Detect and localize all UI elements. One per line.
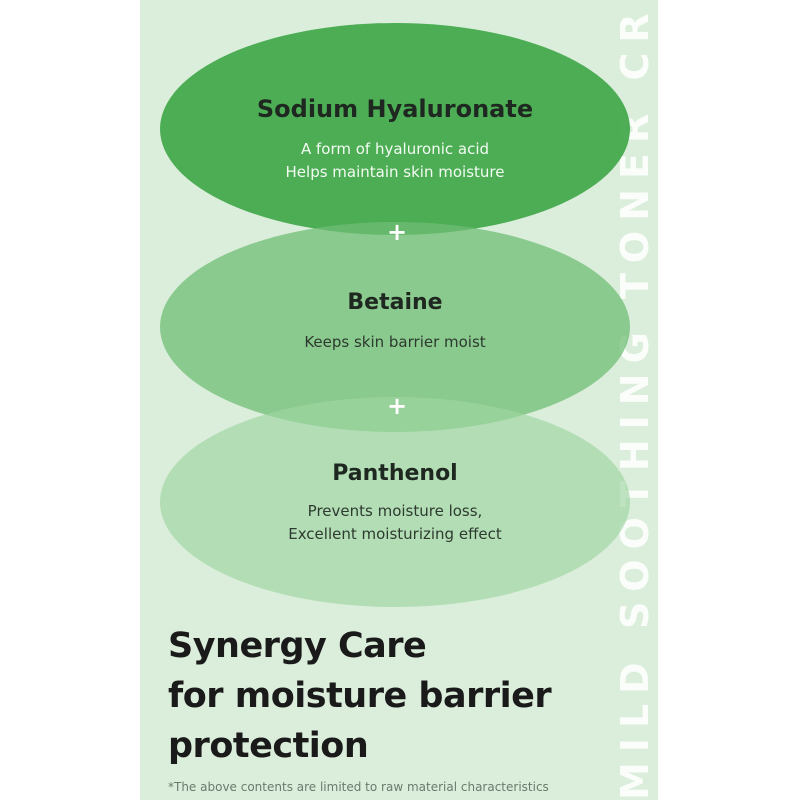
ingredient-desc-line: Keeps skin barrier moist bbox=[304, 333, 486, 351]
ingredient-desc-line: Helps maintain skin moisture bbox=[285, 163, 505, 181]
ingredient-title-panthenol: Panthenol bbox=[332, 461, 458, 486]
ingredient-desc-line: Excellent moisturizing effect bbox=[288, 525, 502, 543]
ingredient-title-sodium-hyaluronate: Sodium Hyaluronate bbox=[256, 95, 534, 123]
ingredient-ellipse-3 bbox=[160, 397, 630, 607]
ingredient-desc-line: A form of hyaluronic acid bbox=[300, 140, 490, 158]
headline-line-3: protection bbox=[168, 726, 369, 766]
ingredient-desc-line: Prevents moisture loss, bbox=[307, 502, 483, 520]
ingredient-ellipse-1 bbox=[160, 23, 630, 235]
headline-line-1: Synergy Care bbox=[168, 626, 427, 666]
plus-icon: + bbox=[386, 218, 408, 246]
ingredient-title-betaine: Betaine bbox=[347, 290, 443, 315]
headline-line-2: for moisture barrier bbox=[168, 676, 552, 716]
footnote: *The above contents are limited to raw m… bbox=[168, 780, 549, 794]
plus-icon: + bbox=[386, 392, 408, 420]
